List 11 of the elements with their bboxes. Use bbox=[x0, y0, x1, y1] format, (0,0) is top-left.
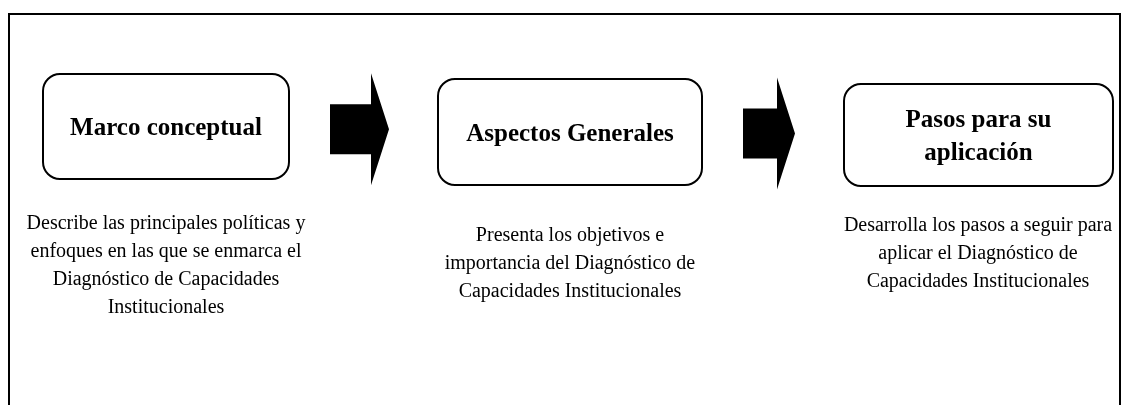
box-title: Pasos para su aplicación bbox=[904, 104, 1053, 167]
block-arrow bbox=[743, 77, 795, 190]
description-text: Presenta los objetivos e importancia del Diagnóstico de Capacidades Institucionales bbox=[443, 222, 697, 304]
description-text: Desarrolla los pasos a seguir para aplicar el Diagnóstico de Capacidades Institucionales bbox=[842, 212, 1114, 294]
block-arrow bbox=[330, 73, 389, 186]
process-box bbox=[437, 78, 703, 186]
process-box bbox=[843, 83, 1114, 187]
process-box bbox=[42, 73, 290, 180]
description-text: Describe las principales políticas y enfoques en las que se enmarca el Diagnóstico de Capacidades Institucionales bbox=[26, 210, 306, 319]
box-title: Aspectos Generales bbox=[466, 117, 674, 148]
box-title: Marco conceptual bbox=[70, 112, 262, 142]
